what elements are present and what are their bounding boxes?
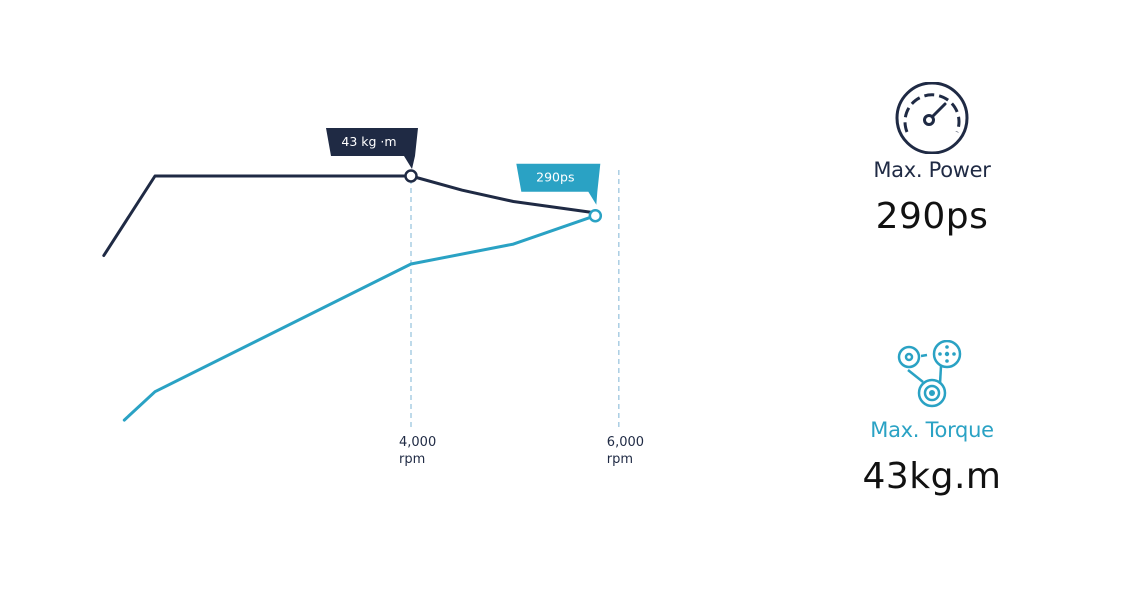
power-callout-banner — [516, 163, 601, 205]
power-series-line — [122, 214, 597, 422]
max-power-label: Max. Power — [873, 158, 991, 182]
peak-markers — [404, 169, 603, 223]
speedometer-icon — [895, 82, 969, 154]
max-torque-label: Max. Torque — [870, 418, 994, 442]
torque-callout-label: 43 kg ·m — [341, 134, 396, 149]
max-torque-value: 43kg.m — [862, 456, 1002, 497]
gears-icon — [897, 340, 962, 408]
x-tick-unit: rpm — [399, 452, 425, 467]
max-torque-spec: Max. Torque 43kg.m — [782, 340, 1082, 497]
peak-callouts: 43 kg ·m 290ps — [326, 128, 601, 205]
power-callout-label: 290ps — [536, 170, 574, 185]
series-lines — [102, 174, 597, 422]
power-peak-marker — [588, 208, 603, 223]
torque-peak-marker — [404, 169, 418, 183]
torque-series-line — [102, 174, 597, 257]
x-tick-labels: 4,000 rpm 6,000 rpm — [399, 435, 644, 467]
max-power-spec: Max. Power 290ps — [782, 82, 1082, 237]
x-tick-label: 4,000 — [399, 435, 436, 450]
performance-chart: 43 kg ·m 290ps 4,000 rpm 6,000 rpm — [102, 128, 644, 467]
rpm-guides — [410, 170, 620, 430]
x-tick-unit: rpm — [607, 452, 633, 467]
max-power-value: 290ps — [875, 196, 989, 237]
x-tick-label: 6,000 — [607, 435, 644, 450]
torque-callout-banner — [326, 128, 418, 169]
